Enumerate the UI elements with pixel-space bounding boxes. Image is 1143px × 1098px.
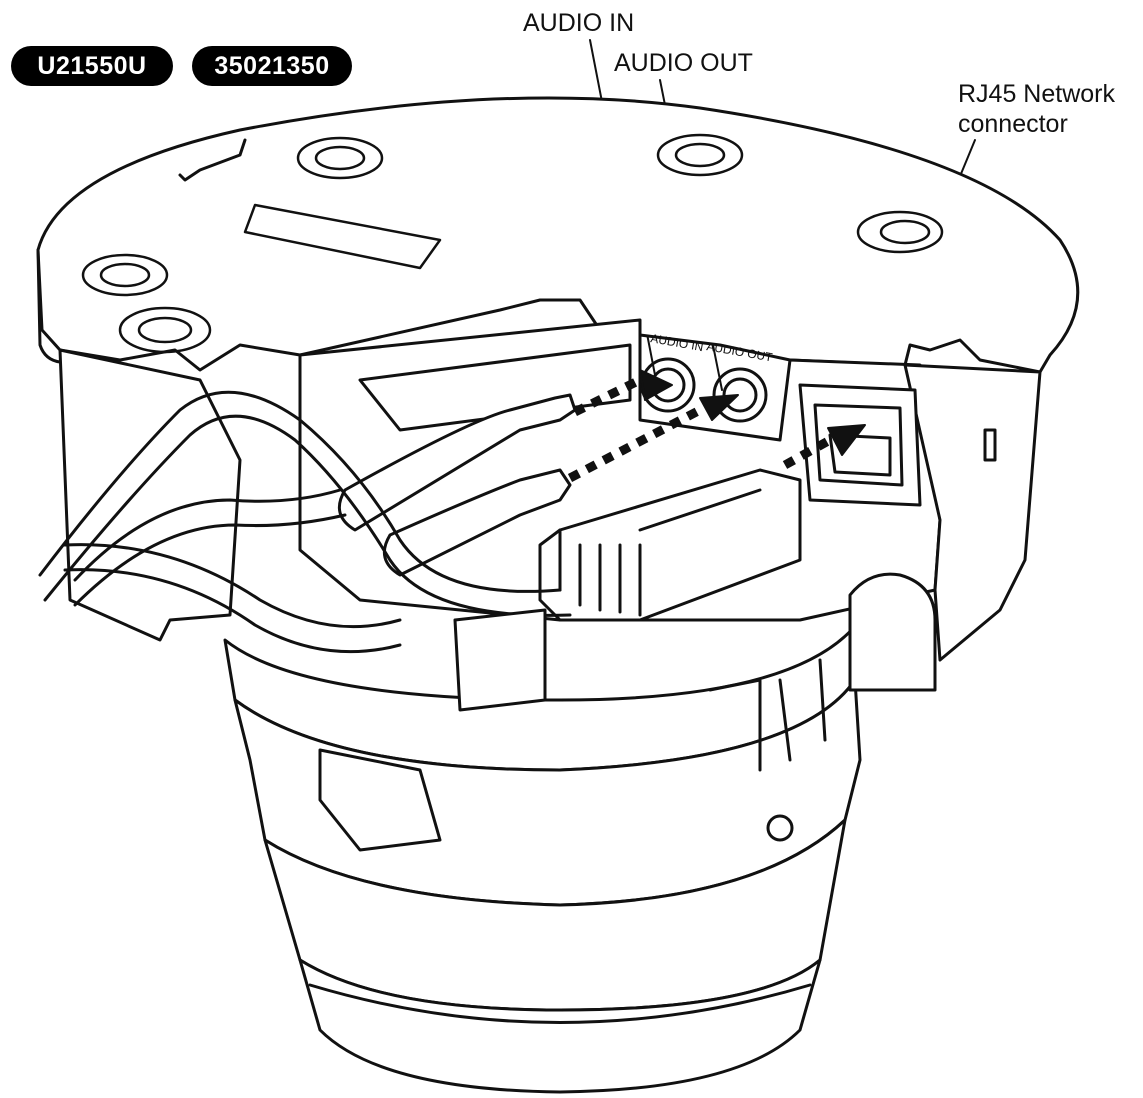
- connection-guides: [567, 375, 833, 482]
- mounting-base: [36, 96, 1080, 374]
- guide-audio-in: [573, 375, 642, 417]
- lens-window: [318, 748, 442, 852]
- cable-2: [73, 488, 342, 582]
- clip-left: [453, 608, 547, 712]
- rj45-plug: [538, 468, 802, 622]
- base-plate-edge: [36, 248, 62, 364]
- screw: [766, 814, 794, 842]
- guide-audio-out: [567, 406, 703, 482]
- callout-rj45-line2: connector: [958, 110, 1068, 138]
- dome-bottom: [298, 958, 822, 1094]
- clip-right: [848, 572, 937, 692]
- base-slot: [243, 203, 442, 270]
- cable-3b: [63, 568, 402, 654]
- audio-plug-lower: [382, 468, 572, 577]
- dome-assembly: [223, 572, 937, 1094]
- base-plate-notch: [178, 138, 247, 182]
- model-badge: U21550U: [11, 46, 173, 86]
- cable-2b: [73, 513, 347, 607]
- audio-plugs: [337, 393, 577, 577]
- cable-1: [38, 390, 562, 593]
- cable-1b: [43, 414, 572, 617]
- rj45-port: [798, 383, 922, 507]
- base-plate-outline: [36, 96, 1080, 374]
- guide-arrowheads: [639, 369, 866, 456]
- housing-slot: [983, 428, 997, 462]
- dome-seam: [308, 983, 812, 1024]
- tilt-rib: [708, 658, 827, 772]
- audio-plug-upper: [337, 393, 577, 532]
- callout-audio-out: AUDIO OUT: [614, 49, 753, 77]
- callout-rj45-line1: RJ45 Network: [958, 80, 1115, 108]
- cable-3: [63, 543, 402, 629]
- model-badge: 35021350: [192, 46, 352, 86]
- cables: [38, 390, 572, 654]
- guide-rj45: [782, 436, 833, 469]
- callout-audio-in: AUDIO IN: [523, 9, 635, 37]
- audio-out-jack: [712, 367, 768, 423]
- mounting-holes: [81, 133, 944, 354]
- callout-rj45-network-connector: RJ45 Network connector: [958, 79, 1143, 139]
- right-housing: [903, 363, 1042, 662]
- connector-box-inner: [358, 343, 632, 432]
